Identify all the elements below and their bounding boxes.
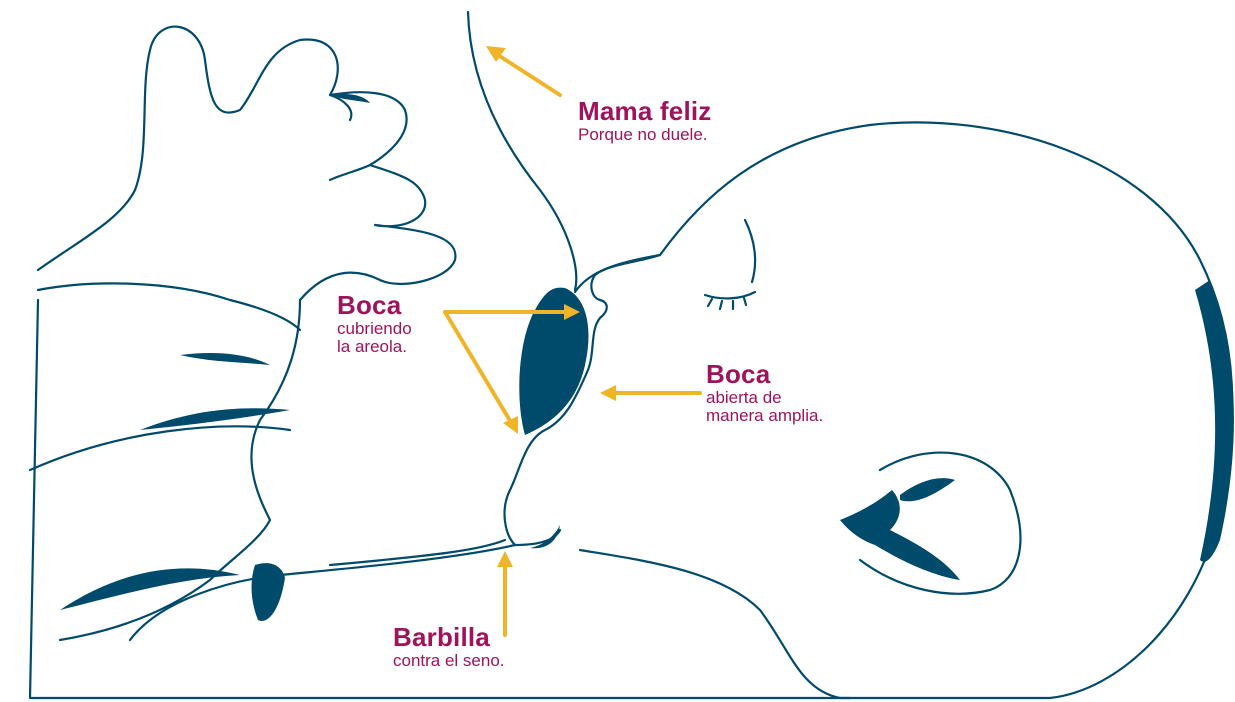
baby-head-outline bbox=[575, 122, 1232, 698]
finger-crease-2 bbox=[330, 165, 370, 180]
label-boca-areola: Boca cubriendo la areola. bbox=[337, 292, 412, 356]
baby-ear-curl bbox=[900, 478, 955, 501]
arrow-boca-areola-2 bbox=[445, 312, 512, 424]
label-boca-areola-sub: cubriendo la areola. bbox=[337, 320, 412, 356]
baby-eye bbox=[705, 292, 755, 298]
baby-brow bbox=[745, 220, 755, 282]
mother-hand bbox=[38, 27, 455, 300]
baby-ear-detail bbox=[840, 490, 960, 580]
label-mama-feliz-title: Mama feliz bbox=[578, 98, 712, 124]
hand-fold-1 bbox=[180, 353, 270, 365]
label-barbilla: Barbilla contra el seno. bbox=[393, 624, 505, 670]
breast-outline bbox=[468, 12, 576, 290]
wrist-fold bbox=[252, 563, 285, 621]
label-boca-abierta-sub: abierta de manera amplia. bbox=[706, 389, 823, 425]
label-mama-feliz-sub: Porque no duele. bbox=[578, 126, 712, 144]
arrowhead-boca-abierta bbox=[600, 385, 616, 401]
head-thick-edge bbox=[1195, 280, 1234, 562]
label-barbilla-sub: contra el seno. bbox=[393, 652, 505, 670]
label-mama-feliz: Mama feliz Porque no duele. bbox=[578, 98, 712, 144]
arrowhead-barbilla bbox=[497, 551, 513, 567]
arrow-mama-feliz bbox=[498, 55, 560, 95]
label-boca-abierta-title: Boca bbox=[706, 361, 823, 387]
sleeve-top bbox=[38, 283, 300, 330]
label-boca-abierta: Boca abierta de manera amplia. bbox=[706, 361, 823, 425]
baby-eyelashes bbox=[708, 298, 746, 309]
areola-shape bbox=[519, 288, 588, 435]
label-boca-areola-title: Boca bbox=[337, 292, 412, 318]
label-barbilla-title: Barbilla bbox=[393, 624, 505, 650]
